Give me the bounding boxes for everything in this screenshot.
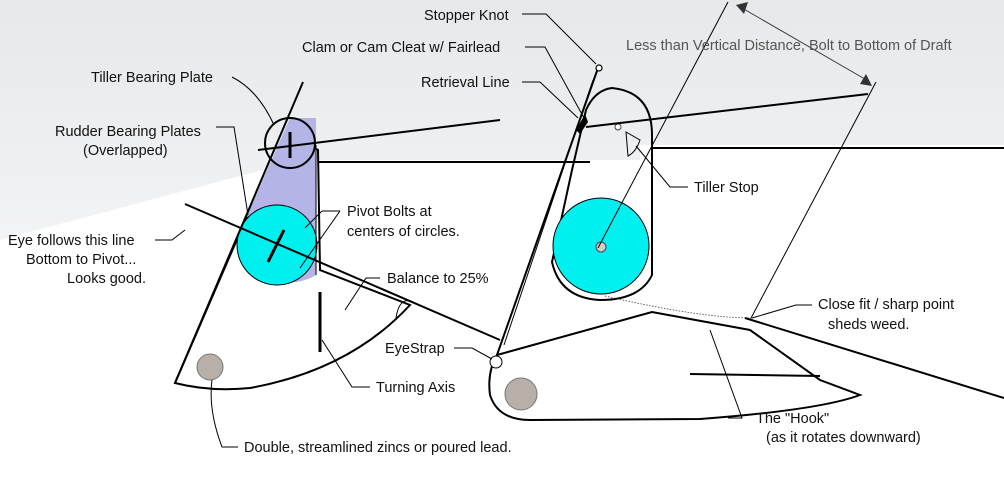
label-rudder-bearing-plates: Rudder Bearing Plates xyxy=(55,124,201,140)
label-overlapped: (Overlapped) xyxy=(83,143,168,159)
leader-balance xyxy=(344,277,380,311)
right-pivot-bolt xyxy=(595,241,607,253)
leader-turning-axis xyxy=(321,339,370,388)
label-eye-follows-2: Bottom to Pivot... xyxy=(26,252,136,268)
eye-line xyxy=(184,203,501,341)
leader-pivot-lower xyxy=(299,210,341,269)
right-rudder-blade xyxy=(488,310,863,422)
label-turning-axis: Turning Axis xyxy=(376,380,455,396)
left-pivot-bolt xyxy=(266,229,286,263)
left-tiller xyxy=(257,119,501,151)
leader-clam-cleat xyxy=(525,46,585,119)
left-rudder-blade xyxy=(173,133,412,391)
label-close-fit-2: sheds weed. xyxy=(828,317,909,333)
leader-tiller-bearing xyxy=(231,76,275,126)
tiller-stop-block xyxy=(625,131,641,157)
leader-retrieval-line xyxy=(522,81,579,119)
leader-eyestrap xyxy=(454,347,493,360)
left-zinc xyxy=(196,353,224,381)
label-balance: Balance to 25% xyxy=(387,271,489,287)
balance-hook-left xyxy=(395,300,419,319)
label-eye-follows-3: Looks good. xyxy=(67,271,146,287)
label-tiller-bearing-plate: Tiller Bearing Plate xyxy=(91,70,213,86)
eyestrap-ring xyxy=(489,355,503,369)
label-tiller-stop: Tiller Stop xyxy=(694,180,759,196)
leader-eye-line xyxy=(155,229,186,241)
right-bearing-plate xyxy=(550,86,653,302)
label-hook-1: The "Hook" xyxy=(756,411,829,427)
leader-zincs xyxy=(210,379,238,448)
right-tiller-bolt xyxy=(614,123,622,131)
label-pivot-bolts-1: Pivot Bolts at xyxy=(347,204,432,220)
leader-close-fit xyxy=(751,304,812,319)
dimension-arrow-bottom xyxy=(860,74,872,86)
label-zincs: Double, streamlined zincs or poured lead… xyxy=(244,440,512,456)
label-stopper-knot: Stopper Knot xyxy=(424,8,509,24)
transom-area xyxy=(640,145,1004,480)
hull-left xyxy=(0,160,300,480)
label-eye-follows-1: Eye follows this line xyxy=(8,233,135,249)
label-clam-cleat: Clam or Cam Cleat w/ Fairlead xyxy=(302,40,500,56)
right-tiller xyxy=(585,93,869,128)
label-eyestrap: EyeStrap xyxy=(385,341,445,357)
stopper-knot xyxy=(595,64,603,72)
pivot-to-top-line xyxy=(597,1,729,249)
leader-hook xyxy=(709,329,743,419)
hook-dotted-path xyxy=(604,295,753,319)
clam-cleat xyxy=(576,114,588,134)
right-zinc xyxy=(504,377,538,411)
left-rudder-leading-edge xyxy=(174,81,304,384)
close-fit-edge xyxy=(744,317,1004,399)
hook-lower-edge xyxy=(689,373,821,377)
leader-stopper-knot xyxy=(522,13,597,65)
leader-pivot-left xyxy=(304,210,340,229)
dimension-line xyxy=(741,7,871,83)
label-retrieval-line: Retrieval Line xyxy=(421,75,510,91)
pivot-to-tip-line xyxy=(749,81,877,321)
dimension-arrow-top xyxy=(736,2,748,14)
leader-rudder-bearing xyxy=(216,126,249,216)
label-vertical-distance: Less than Vertical Distance, Bolt to Bot… xyxy=(626,38,952,54)
label-hook-2: (as it rotates downward) xyxy=(766,430,921,446)
leader-tiller-stop xyxy=(635,145,688,188)
label-pivot-bolts-2: centers of circles. xyxy=(347,224,460,240)
retrieval-line xyxy=(503,79,594,346)
label-close-fit-1: Close fit / sharp point xyxy=(818,297,954,313)
